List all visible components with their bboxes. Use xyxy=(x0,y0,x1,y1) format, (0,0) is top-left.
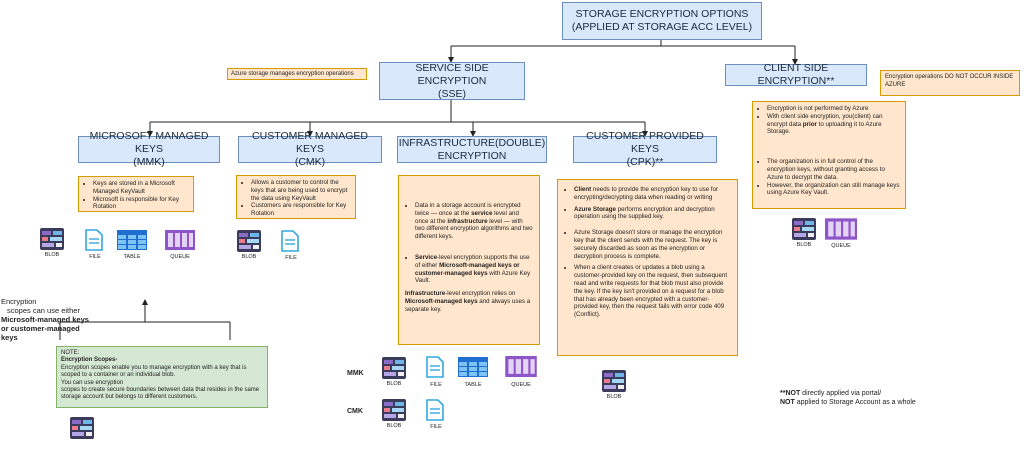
footnote: **NOT directly applied via portal/ NOT a… xyxy=(780,389,980,407)
footnote-line1: **NOT directly applied via portal/ xyxy=(780,390,882,397)
blob-icon: BLOB xyxy=(237,230,263,260)
infra-note: Data in a storage account is encrypted t… xyxy=(398,175,540,345)
queue-icon: QUEUE xyxy=(165,230,195,260)
scope-note-l5: scopes to create secure boundaries betwe… xyxy=(61,387,260,401)
infra-title-line1: INFRASTRUCTURE(DOUBLE) xyxy=(398,136,546,149)
cse-bullet-4: However, the organization can still mana… xyxy=(767,182,901,198)
cpk-node: CUSTOMER PROVIDED KEYS (CPK)** xyxy=(573,130,717,168)
cpk-title-line2: (CPK)** xyxy=(626,156,664,168)
table-icon: TABLE xyxy=(117,230,147,260)
blob-label: BLOB xyxy=(606,394,622,400)
infra-cmk-tag: CMK xyxy=(347,408,363,415)
blob-label: BLOB xyxy=(386,423,402,429)
scope-label-c: Microsoft-managed keys xyxy=(1,315,89,324)
queue-label: QUEUE xyxy=(170,254,190,260)
blob-label: BLOB xyxy=(796,242,812,248)
scope-note-l2: Encryption Scopes- xyxy=(61,357,118,364)
scope-label-b: scopes can use either xyxy=(7,306,80,315)
blob-icon: BLOB xyxy=(602,370,628,400)
root-title-line2: (APPLIED AT STORAGE ACC LEVEL) xyxy=(571,21,753,33)
file-label: FILE xyxy=(430,382,442,388)
queue-icon: QUEUE xyxy=(505,356,537,388)
cmk-title-line2: (CMK) xyxy=(294,156,326,168)
scope-label-e: keys xyxy=(1,333,18,342)
file-icon: FILE xyxy=(425,356,447,388)
table-icon: TABLE xyxy=(458,357,488,388)
mmk-title-line1: MICROSOFT MANAGED KEYS xyxy=(89,130,209,155)
cse-title: CLIENT SIDE ENCRYPTION** xyxy=(757,62,835,87)
blob-icon: BLOB xyxy=(382,399,408,429)
cmk-bullet-2: Customers are responsible for Key Rotati… xyxy=(251,202,351,218)
infra-mmk-tag: MMK xyxy=(347,370,364,377)
blob-label: BLOB xyxy=(241,254,257,260)
cpk-para-4: When a client creates or updates a blob … xyxy=(574,264,731,319)
sse-title-line1: SERVICE SIDE ENCRYPTION xyxy=(415,61,489,87)
file-label: FILE xyxy=(285,255,297,261)
cse-bullet-1: Encryption is not performed by Azure xyxy=(767,105,901,113)
infra-title-line2: ENCRYPTION xyxy=(437,149,507,162)
cpk-para-1: Client needs to provide the encryption k… xyxy=(574,186,731,202)
mmk-note: Keys are stored in a Microsoft Managed K… xyxy=(78,176,194,212)
file-icon: FILE xyxy=(425,399,447,430)
blob-label: BLOB xyxy=(44,252,60,258)
cse-detail-note: Encryption is not performed by Azure Wit… xyxy=(752,101,906,209)
infra-para-2: Service-level encryption supports the us… xyxy=(415,254,533,285)
infra-node: INFRASTRUCTURE(DOUBLE) ENCRYPTION xyxy=(397,136,547,163)
file-icon: FILE xyxy=(84,229,106,260)
file-label: FILE xyxy=(89,254,101,260)
cpk-note: Client needs to provide the encryption k… xyxy=(557,179,738,356)
cse-bullet-3: The organization is in full control of t… xyxy=(767,158,901,181)
infra-para-3: Infrastructure-level encryption relies o… xyxy=(405,290,531,313)
file-label: FILE xyxy=(430,424,442,430)
blob-label: BLOB xyxy=(386,381,402,387)
scope-label-d: or customer-managed xyxy=(1,324,80,333)
cse-bullet-2: With client side encryption, you(client)… xyxy=(767,113,901,136)
cpk-para-2: Azure Storage performs encryption and de… xyxy=(574,206,731,222)
mmk-title-line2: (MMK) xyxy=(133,156,165,168)
sse-title-line2: (SSE) xyxy=(437,87,466,100)
queue-icon: QUEUE xyxy=(825,217,857,249)
file-icon: FILE xyxy=(280,230,302,261)
scope-note: NOTE: Encryption Scopes- Encryption scop… xyxy=(56,346,268,408)
blob-icon: BLOB xyxy=(792,218,818,248)
cmk-note: Allows a customer to control the keys th… xyxy=(236,175,356,219)
root-node: STORAGE ENCRYPTION OPTIONS (APPLIED AT S… xyxy=(562,2,762,40)
scope-note-l4: You can use encryption xyxy=(61,379,124,386)
table-label: TABLE xyxy=(123,254,141,260)
mmk-node: MICROSOFT MANAGED KEYS (MMK) xyxy=(78,130,220,168)
scope-note-l1: NOTE: xyxy=(61,350,80,356)
cse-note: Encryption operations DO NOT OCCUR INSID… xyxy=(880,70,1020,96)
sse-node: SERVICE SIDE ENCRYPTION (SSE) xyxy=(379,62,525,100)
blob-icon: BLOB xyxy=(382,357,408,387)
table-label: TABLE xyxy=(464,382,482,388)
cmk-node: CUSTOMER MANAGED KEYS (CMK) xyxy=(238,130,382,168)
blob-icon xyxy=(70,417,96,439)
queue-label: QUEUE xyxy=(831,243,851,249)
scope-label: Encryption scopes can use either Microso… xyxy=(1,297,101,342)
scope-label-a: Encryption xyxy=(1,297,37,306)
blob-icon: BLOB xyxy=(40,228,66,258)
cse-node: CLIENT SIDE ENCRYPTION** xyxy=(725,62,867,87)
mmk-bullet-2: Microsoft is responsible for Key Rotatio… xyxy=(93,196,189,212)
sse-note: Azure storage manages encryption operati… xyxy=(227,68,367,80)
scope-note-l3: Encryption scopes enable you to manage e… xyxy=(61,364,247,379)
footnote-line2: NOT applied to Storage Account as a whol… xyxy=(780,399,916,406)
cmk-bullet-1: Allows a customer to control the keys th… xyxy=(251,179,351,202)
cpk-title-line1: CUSTOMER PROVIDED KEYS xyxy=(586,130,704,155)
queue-label: QUEUE xyxy=(511,382,531,388)
infra-para-1: Data in a storage account is encrypted t… xyxy=(415,202,533,241)
cpk-para-3: Azure Storage doesn't store or manage th… xyxy=(574,229,731,260)
root-title-line1: STORAGE ENCRYPTION OPTIONS xyxy=(575,8,749,20)
cmk-title-line1: CUSTOMER MANAGED KEYS xyxy=(252,130,368,155)
mmk-bullet-1: Keys are stored in a Microsoft Managed K… xyxy=(93,180,189,196)
